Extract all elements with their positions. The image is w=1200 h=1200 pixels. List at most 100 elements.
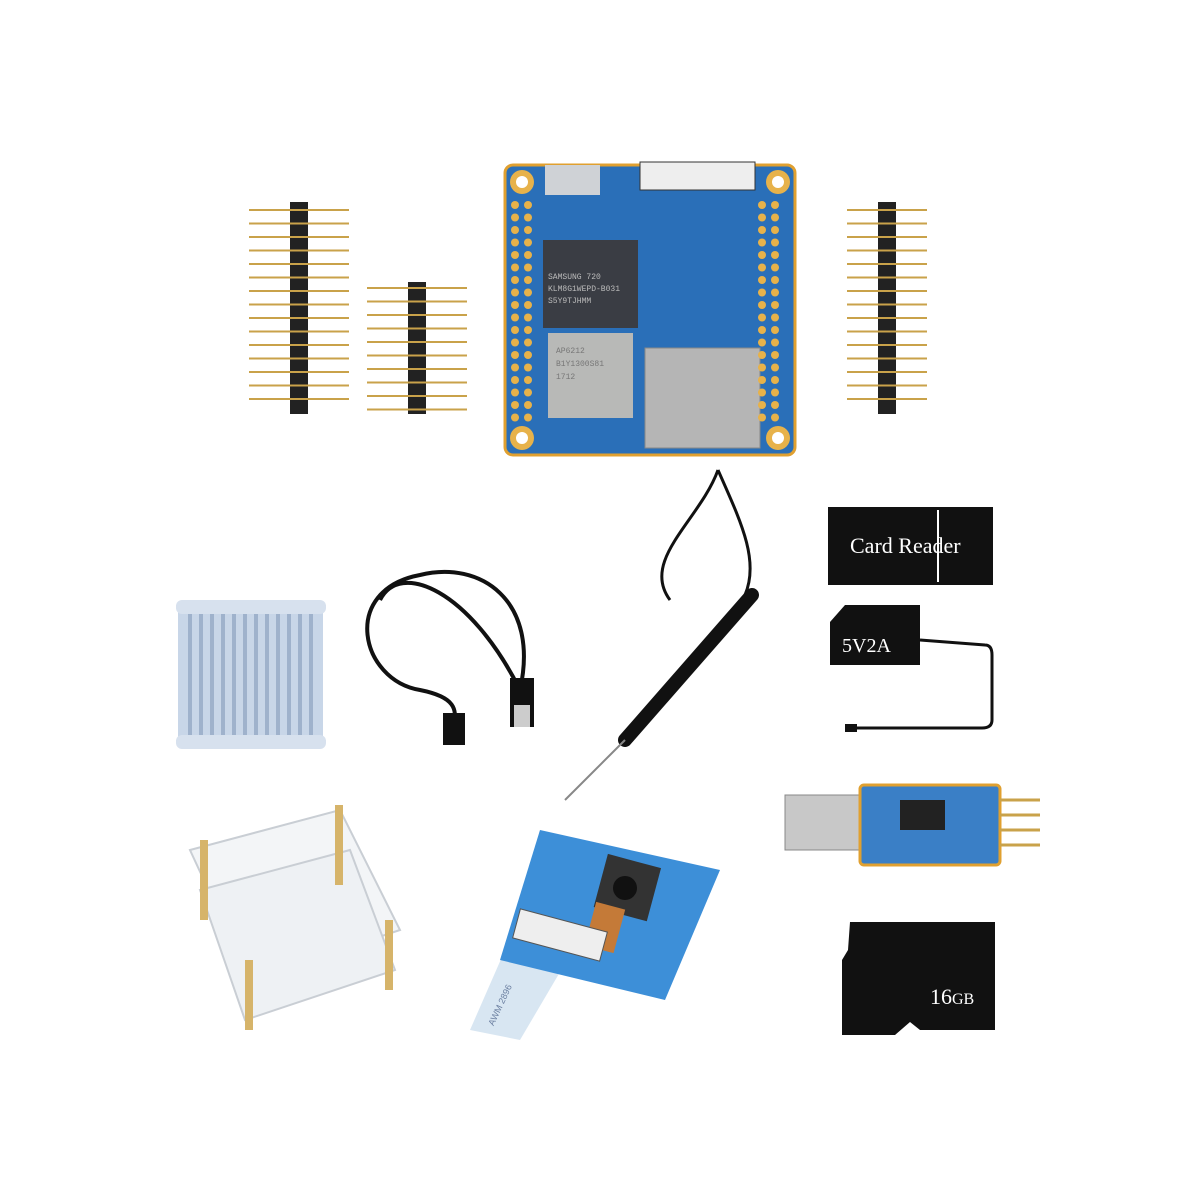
gpio-pad xyxy=(771,276,779,284)
gpio-pad xyxy=(771,201,779,209)
gpio-pad xyxy=(524,376,532,384)
gpio-pad xyxy=(511,351,519,359)
gpio-pad xyxy=(771,388,779,397)
gpio-pad xyxy=(758,313,766,322)
sd-capacity-number: 16 xyxy=(930,984,952,1009)
gpio-pad xyxy=(511,251,519,259)
gpio-pad xyxy=(771,313,779,322)
gpio-pad xyxy=(524,413,532,422)
gpio-pad xyxy=(511,313,519,322)
gpio-pad xyxy=(511,376,519,384)
gpio-pad xyxy=(524,263,532,272)
emmc-line1: SAMSUNG 720 xyxy=(548,273,601,282)
gpio-pad xyxy=(758,301,766,309)
gpio-pad xyxy=(511,338,519,347)
wifi-line2: B1Y1300S81 xyxy=(556,360,605,369)
gpio-pad xyxy=(771,376,779,384)
gpio-pad xyxy=(758,251,766,259)
emmc-chip xyxy=(543,240,638,328)
gpio-pad xyxy=(758,276,766,284)
wifi-antenna xyxy=(564,469,759,801)
card-reader xyxy=(828,507,993,585)
gpio-pad xyxy=(758,401,766,409)
gpio-pad xyxy=(758,201,766,209)
gpio-pad xyxy=(511,226,519,234)
usb-serial-adapter xyxy=(784,783,1040,867)
power-adapter xyxy=(830,605,994,732)
card-reader-label: Card Reader xyxy=(850,533,961,558)
gpio-pad xyxy=(524,288,532,297)
wifi-chip-label: AP6212 B1Y1300S81 1712 xyxy=(556,345,604,384)
pin-header-right xyxy=(847,202,927,414)
gpio-pad xyxy=(758,213,766,222)
gpio-pad xyxy=(524,213,532,222)
gpio-pad xyxy=(771,288,779,297)
gpio-pad xyxy=(758,388,766,397)
micro-usb-port xyxy=(545,165,600,195)
gpio-pad xyxy=(758,363,766,372)
emmc-line2: KLM8G1WEPD-B031 xyxy=(548,285,621,294)
wifi-chip xyxy=(548,333,633,418)
heatsink xyxy=(176,600,326,749)
gpio-pad xyxy=(511,238,519,247)
gpio-pad xyxy=(758,326,766,334)
emmc-chip-label: SAMSUNG 720 KLM8G1WEPD-B031 S5Y9TJHMM xyxy=(548,272,620,308)
gpio-pad xyxy=(771,413,779,422)
gpio-pad xyxy=(758,263,766,272)
gpio-pad xyxy=(524,351,532,359)
gpio-pad xyxy=(511,326,519,334)
gpio-pad xyxy=(524,326,532,334)
sd-card-capacity: 16GB xyxy=(930,984,974,1010)
camera-module xyxy=(470,830,720,1040)
power-adapter-label: 5V2A xyxy=(842,635,891,657)
gpio-pad xyxy=(511,388,519,397)
gpio-pad xyxy=(524,338,532,347)
gpio-pad xyxy=(758,288,766,297)
gpio-pad xyxy=(771,338,779,347)
gpio-pad xyxy=(771,251,779,259)
gpio-pad xyxy=(524,401,532,409)
gpio-pad xyxy=(771,263,779,272)
sd-capacity-unit: GB xyxy=(952,991,975,1008)
gpio-pad xyxy=(511,413,519,422)
gpio-pad xyxy=(511,401,519,409)
gpio-pad xyxy=(524,276,532,284)
sd-card xyxy=(842,922,995,1035)
emmc-line3: S5Y9TJHMM xyxy=(548,297,592,306)
nanopi-board xyxy=(503,161,797,457)
gpio-pad xyxy=(524,388,532,397)
gpio-pad xyxy=(524,301,532,309)
gpio-pad xyxy=(511,276,519,284)
gpio-pad xyxy=(758,226,766,234)
pin-header-short xyxy=(367,282,467,414)
gpio-pad xyxy=(771,238,779,247)
pin-header-left xyxy=(249,202,349,414)
wifi-line3: 1712 xyxy=(556,373,576,382)
gpio-pad xyxy=(524,251,532,259)
gpio-pad xyxy=(511,288,519,297)
gpio-pad xyxy=(758,376,766,384)
gpio-pad xyxy=(511,201,519,209)
gpio-pad xyxy=(771,301,779,309)
sd-slot xyxy=(644,347,761,449)
gpio-pad xyxy=(771,226,779,234)
gpio-pad xyxy=(771,363,779,372)
gpio-pad xyxy=(771,213,779,222)
gpio-pad xyxy=(758,351,766,359)
gpio-pad xyxy=(524,313,532,322)
gpio-pad xyxy=(511,213,519,222)
usb-cable xyxy=(365,569,534,745)
acrylic-case xyxy=(188,805,402,1030)
gpio-pad xyxy=(511,363,519,372)
gpio-pad xyxy=(511,263,519,272)
gpio-pad xyxy=(524,363,532,372)
gpio-pad xyxy=(524,238,532,247)
gpio-pad xyxy=(771,326,779,334)
gpio-pad xyxy=(771,401,779,409)
gpio-pad xyxy=(758,413,766,422)
wifi-line1: AP6212 xyxy=(556,347,585,356)
gpio-pad xyxy=(511,301,519,309)
gpio-pad xyxy=(771,351,779,359)
gpio-pad xyxy=(524,201,532,209)
